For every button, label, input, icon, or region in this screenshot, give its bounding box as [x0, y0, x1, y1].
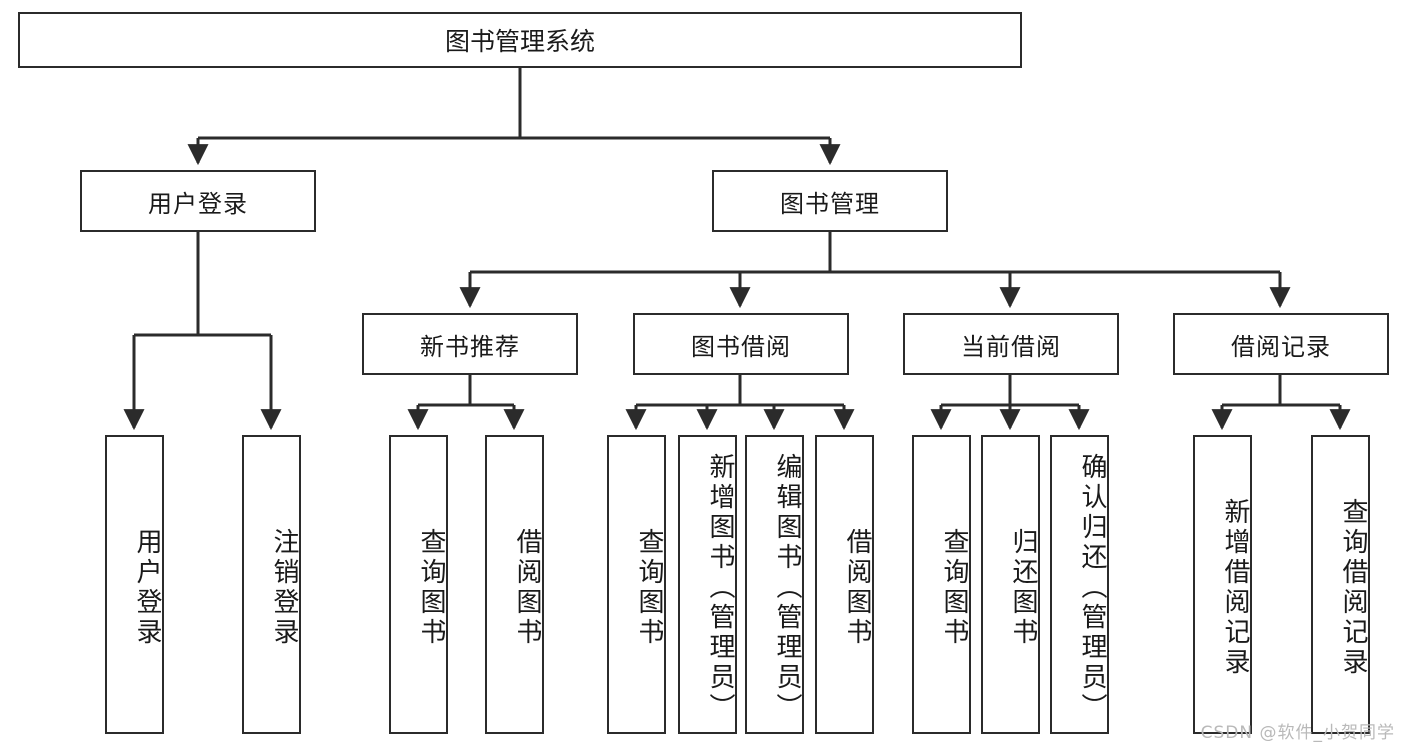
node-root-system[interactable]: 图书管理系统 [18, 12, 1022, 68]
node-current-borrow[interactable]: 当前借阅 [903, 313, 1119, 375]
node-book-borrow[interactable]: 图书借阅 [633, 313, 849, 375]
leaf-record-add-borrow-record[interactable]: 新增借阅记录 [1193, 435, 1252, 734]
node-user-login[interactable]: 用户登录 [80, 170, 316, 232]
node-new-book-recommend[interactable]: 新书推荐 [362, 313, 578, 375]
leaf-borrow-edit-book-admin[interactable]: 编辑图书（管理员） [745, 435, 804, 734]
leaf-borrow-add-book-admin[interactable]: 新增图书（管理员） [678, 435, 737, 734]
leaf-recommend-query-book[interactable]: 查询图书 [389, 435, 448, 734]
node-borrow-record[interactable]: 借阅记录 [1173, 313, 1389, 375]
leaf-current-return-book[interactable]: 归还图书 [981, 435, 1040, 734]
leaf-borrow-query-book[interactable]: 查询图书 [607, 435, 666, 734]
leaf-record-query-borrow-record[interactable]: 查询借阅记录 [1311, 435, 1370, 734]
leaf-current-query-book[interactable]: 查询图书 [912, 435, 971, 734]
leaf-recommend-borrow-book[interactable]: 借阅图书 [485, 435, 544, 734]
leaf-current-confirm-return-admin[interactable]: 确认归还（管理员） [1050, 435, 1109, 734]
node-book-management[interactable]: 图书管理 [712, 170, 948, 232]
watermark-credit: CSDN @软件_小贺同学 [1200, 723, 1395, 743]
leaf-user-login-signout[interactable]: 注销登录 [242, 435, 301, 734]
leaf-user-login-signin[interactable]: 用户登录 [105, 435, 164, 734]
leaf-borrow-borrow-book[interactable]: 借阅图书 [815, 435, 874, 734]
